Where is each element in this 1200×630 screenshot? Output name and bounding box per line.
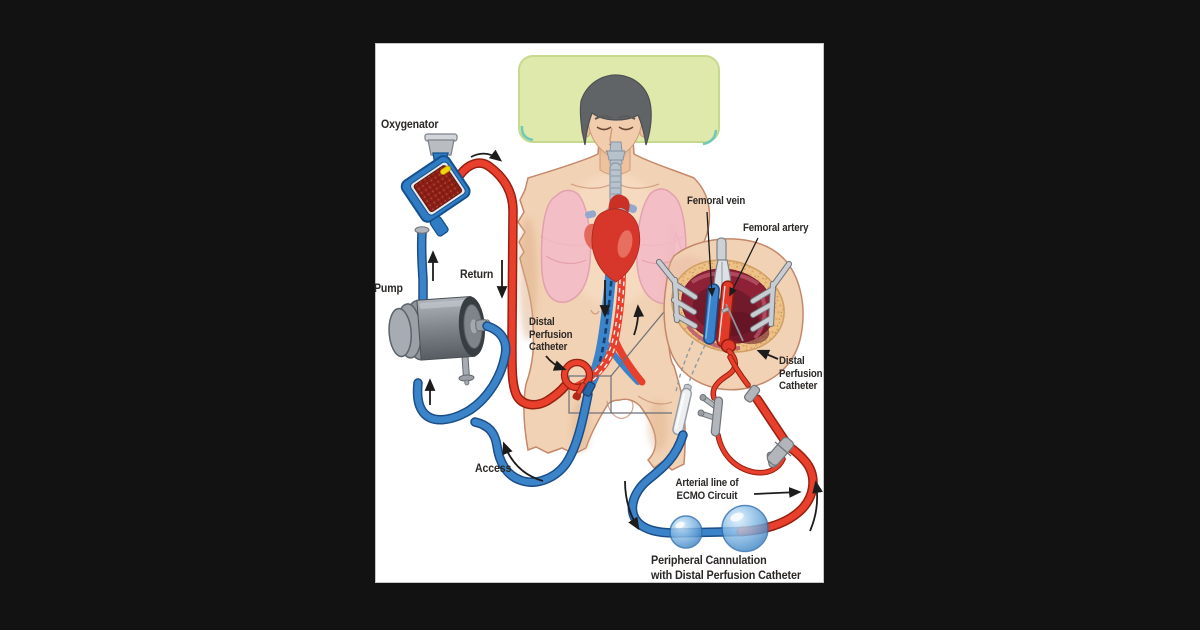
right-retractor bbox=[749, 260, 793, 333]
distal-perfusion-catheter-line bbox=[710, 348, 786, 476]
femoral-artery-vessel bbox=[716, 280, 737, 354]
arterial-line-pointer-arrow bbox=[753, 487, 802, 498]
ecmo-illustration bbox=[388, 55, 823, 553]
venous-access-tube bbox=[470, 389, 593, 487]
tubing-connector-spheres bbox=[669, 504, 769, 553]
illustration-panel: Oxygenator Pump Return Access Distal Per… bbox=[374, 43, 824, 583]
left-retractor bbox=[655, 258, 699, 330]
pump-device bbox=[388, 295, 491, 386]
arterial-line-label: Arterial line of ECMO Circuit bbox=[675, 477, 739, 502]
distal-perfusion-loop bbox=[560, 358, 594, 401]
arterial-cannula-line bbox=[727, 354, 792, 449]
pump-label: Pump bbox=[374, 281, 403, 295]
dpc-groin-pointer-arrow bbox=[545, 355, 567, 371]
distal-perfusion-catheter-inset-label: Distal Perfusion Catheter bbox=[779, 355, 823, 392]
larynx bbox=[606, 141, 626, 166]
access-label: Access bbox=[475, 461, 512, 475]
figure-caption: Peripheral Cannulation with Distal Perfu… bbox=[651, 553, 801, 583]
arterial-return-tube bbox=[455, 158, 570, 410]
femoral-vein-label: Femoral vein bbox=[687, 195, 746, 207]
circuit-down-arrow bbox=[624, 480, 640, 531]
circuit-up-arrow bbox=[809, 480, 823, 532]
leg-cannula-sleeve bbox=[672, 383, 693, 436]
access-flow-arrow bbox=[502, 441, 544, 482]
femoral-vein-leader bbox=[706, 211, 716, 297]
venous-cannula-hub bbox=[582, 381, 596, 397]
return-label: Return bbox=[460, 267, 494, 281]
oxygenator-out-arrow bbox=[470, 149, 503, 162]
pump-inlet-loop-tube bbox=[412, 321, 511, 425]
heart bbox=[584, 194, 641, 283]
oxygenator-label: Oxygenator bbox=[381, 117, 439, 131]
distal-perfusion-catheter-groin-label: Distal Perfusion Catheter bbox=[529, 316, 573, 353]
femoral-artery-leader bbox=[729, 237, 759, 297]
dpc-inset-pointer-arrow bbox=[756, 349, 779, 360]
hair bbox=[579, 74, 652, 146]
femoral-vein-vessel bbox=[703, 283, 720, 345]
arterial-flow-arrow bbox=[633, 304, 645, 336]
flow-arrows bbox=[424, 149, 823, 532]
femoral-artery-label: Femoral artery bbox=[743, 222, 809, 234]
y-connector bbox=[766, 436, 795, 468]
pump-to-oxygenator-tube bbox=[416, 228, 428, 306]
oxygenator-device bbox=[400, 133, 471, 237]
catheter-hub bbox=[743, 384, 761, 403]
stopcock bbox=[697, 394, 724, 437]
venous-line-to-circuit bbox=[627, 430, 749, 538]
patient-head bbox=[579, 74, 652, 176]
oxygenator-indicator bbox=[440, 165, 451, 175]
